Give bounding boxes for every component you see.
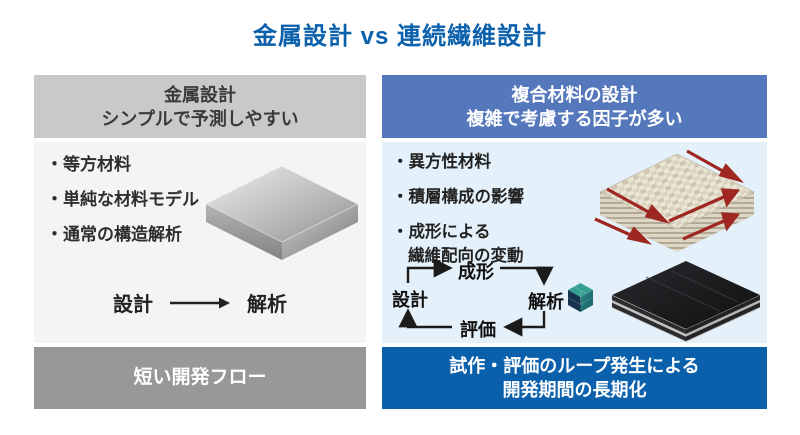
right-footer-line1: 試作・評価のループ発生による xyxy=(449,356,700,376)
left-flow-design-label: 設計 xyxy=(113,294,153,316)
metal-block-image xyxy=(205,165,359,260)
left-flow-analysis-label: 解析 xyxy=(247,294,287,316)
right-header-line2: 複雑で考慮する因子が多い xyxy=(466,108,683,129)
loop-arrow-icon xyxy=(398,258,554,337)
left-panel-body: ・等方材料 ・単純な材料モデル ・通常の構造解析 設計 解析 xyxy=(34,142,366,343)
right-panel-footer: 試作・評価のループ発生による 開発期間の長期化 xyxy=(382,347,767,409)
loop-molding-label: 成形 xyxy=(458,262,494,282)
right-arrow-icon xyxy=(170,297,230,308)
fem-mesh-cube-icon xyxy=(567,283,594,312)
woven-fiber-stack-image xyxy=(594,149,755,252)
left-footer-text: 短い開発フロー xyxy=(133,367,267,388)
left-design-flow: 設計 解析 xyxy=(34,288,366,317)
design-loop-diagram: 設計 成形 解析 評価 xyxy=(386,256,608,342)
left-bullet-isotropic: ・等方材料 xyxy=(46,155,131,174)
page-title: 金属設計 vs 連続繊維設計 xyxy=(252,23,548,50)
right-panel-header: 複合材料の設計 複雑で考慮する因子が多い xyxy=(382,75,767,138)
fiber-direction-arrows xyxy=(594,149,745,245)
left-header-line2: シンプルで予測しやすい xyxy=(101,108,299,129)
left-header-line1: 金属設計 xyxy=(164,84,236,105)
right-bullet-molding-line1: ・成形による xyxy=(392,223,491,241)
right-header-line1: 複合材料の設計 xyxy=(511,84,638,105)
loop-analysis-label: 解析 xyxy=(528,292,564,312)
left-bullet-normal-analysis: ・通常の構造解析 xyxy=(46,225,182,244)
left-bullet-list: ・等方材料 ・単純な材料モデル ・通常の構造解析 xyxy=(46,147,199,252)
right-footer-line2: 開発期間の長期化 xyxy=(502,380,647,400)
right-bullet-laminate-effect: ・積層構成の影響 xyxy=(392,188,524,206)
right-bullet-anisotropic: ・異方性材料 xyxy=(392,153,491,171)
left-panel-footer: 短い開発フロー xyxy=(34,347,366,409)
loop-design-label: 設計 xyxy=(392,290,428,310)
left-panel-header: 金属設計 シンプルで予測しやすい xyxy=(34,75,366,138)
left-bullet-simple-model: ・単純な材料モデル xyxy=(46,190,199,209)
right-panel-body: ・異方性材料 ・積層構成の影響 ・成形による 繊維配向の変動 xyxy=(382,142,767,343)
loop-evaluation-label: 評価 xyxy=(460,320,496,340)
black-laminate-image xyxy=(612,261,760,342)
